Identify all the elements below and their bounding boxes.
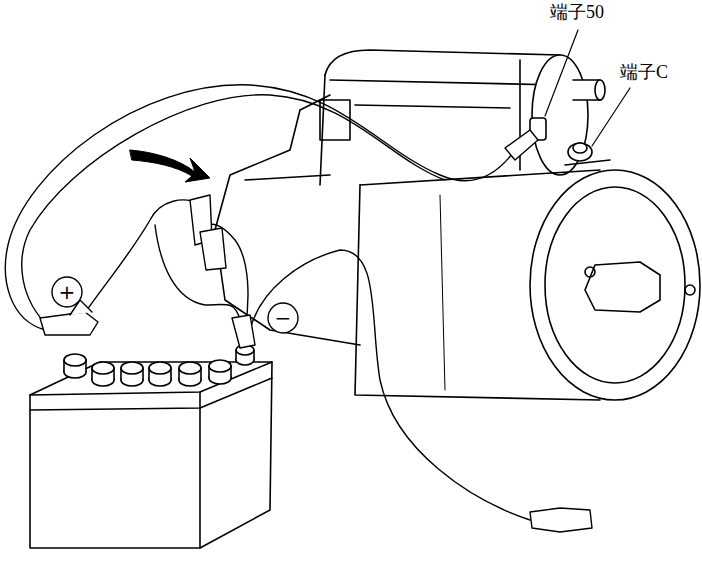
motor-body: [355, 170, 700, 400]
terminal-label: 端子C: [618, 63, 670, 83]
terminal-50: [530, 80, 605, 140]
rotation-arrow: [130, 150, 210, 182]
drive-housing: [215, 95, 360, 345]
polarity-circle: −: [267, 302, 299, 334]
solenoid: [320, 50, 588, 185]
leader-line: [592, 88, 630, 146]
terminal-c: [565, 143, 610, 165]
leader-line: [545, 30, 578, 116]
polarity-sign: −: [275, 308, 292, 328]
test-leads: [5, 85, 530, 520]
terminal-label: 端子50: [548, 3, 606, 23]
polarity-circle: +: [51, 276, 83, 308]
alligator-clips: [40, 130, 592, 532]
polarity-sign: +: [59, 282, 76, 302]
battery: [30, 345, 272, 548]
